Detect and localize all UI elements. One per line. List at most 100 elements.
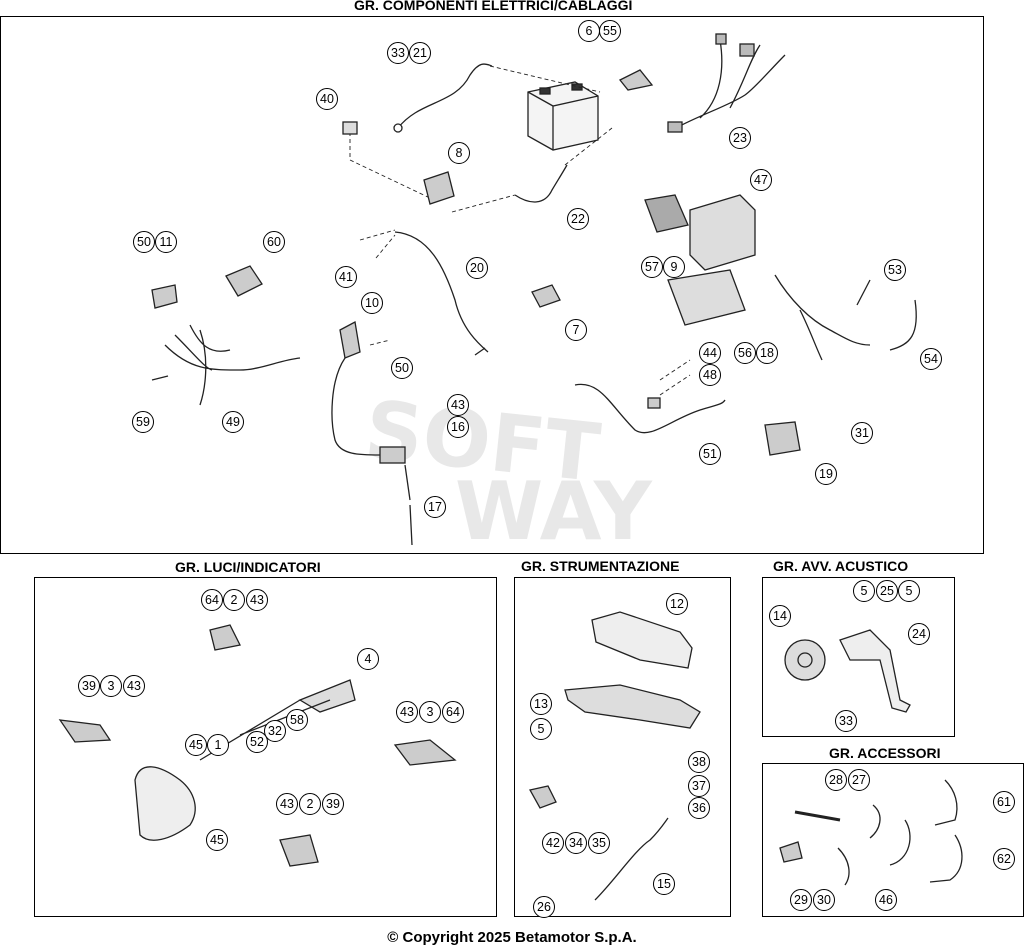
section-title-instruments: GR. STRUMENTAZIONE [521,558,680,574]
callout-3-left: 3 [100,675,122,697]
callout-51: 51 [699,443,721,465]
horn-bracket-drawing [839,629,911,713]
battery-cable-21 [397,63,493,129]
indicator-left-drawing [58,719,112,743]
callout-18: 18 [756,342,778,364]
section-title-electrical: GR. COMPONENTI ELETTRICI/CABLAGGI [354,0,633,13]
cable-51-drawing [574,383,726,434]
callout-26: 26 [533,896,555,918]
callout-55: 55 [599,20,621,42]
callout-42: 42 [542,832,564,854]
callout-33: 33 [387,42,409,64]
assembly-lines [349,65,691,396]
fuse-holder-drawing [342,121,358,135]
callout-46: 46 [875,889,897,911]
callout-5-horn-right: 5 [898,580,920,602]
callout-43-top: 43 [246,589,268,611]
callout-38: 38 [688,751,710,773]
callout-47: 47 [750,169,772,191]
callout-50-left: 50 [133,231,155,253]
callout-17: 17 [424,496,446,518]
callout-16: 16 [447,416,469,438]
callout-8: 8 [448,142,470,164]
callout-50-coil: 50 [391,357,413,379]
part-60-drawing [225,265,263,297]
headlight-drawing [134,766,196,841]
callout-2-top: 2 [223,589,245,611]
callout-5-horn-left: 5 [853,580,875,602]
callout-56: 56 [734,342,756,364]
callout-25: 25 [876,580,898,602]
dashboard-drawing [591,611,693,669]
clip-29-drawing [779,841,803,863]
ecu-drawing [644,194,756,326]
callout-39-left: 39 [78,675,100,697]
callout-13: 13 [530,693,552,715]
callout-4: 4 [357,648,379,670]
callout-22: 22 [567,208,589,230]
callout-6: 6 [578,20,600,42]
callout-39-bottom: 39 [322,793,344,815]
strap-46-drawing [889,819,911,866]
callout-20: 20 [466,257,488,279]
callout-24: 24 [908,623,930,645]
watermark-bottom: WAY [455,465,652,558]
callout-19: 19 [815,463,837,485]
relay-drawing [423,171,455,205]
indicator-right-drawing [393,739,457,766]
spring-clip-30-drawing [837,847,850,886]
horn-panel [762,577,955,737]
callout-60: 60 [263,231,285,253]
section-title-accessories: GR. ACCESSORI [829,745,941,761]
callout-34: 34 [565,832,587,854]
callout-37: 37 [688,775,710,797]
callout-64-top: 64 [201,589,223,611]
ignition-coil-drawing [331,321,413,546]
cable-clip-27-drawing [869,804,881,839]
callout-45-bottom: 45 [206,829,228,851]
callout-43-left: 43 [123,675,145,697]
callout-5-instr: 5 [530,718,552,740]
harness-23-drawing [675,39,786,129]
strap-62-drawing [929,834,963,883]
callout-2-bottom: 2 [299,793,321,815]
callout-62: 62 [993,848,1015,870]
callout-59: 59 [132,411,154,433]
callout-23: 23 [729,127,751,149]
horn-drawing [784,639,826,681]
callout-57: 57 [641,256,663,278]
callout-52: 52 [246,731,268,753]
battery-cable-22 [514,164,568,203]
callout-10: 10 [361,292,383,314]
callout-44: 44 [699,342,721,364]
harness-49-drawing [164,324,301,406]
callout-40: 40 [316,88,338,110]
callout-32: 32 [264,720,286,742]
light-bracket-drawing [298,679,356,713]
callout-41: 41 [335,266,357,288]
callout-36: 36 [688,797,710,819]
instruments-panel [514,577,731,917]
callout-11: 11 [155,231,177,253]
callout-49: 49 [222,411,244,433]
callout-3-right: 3 [419,701,441,723]
callout-27: 27 [848,769,870,791]
callout-7: 7 [565,319,587,341]
callout-43-right: 43 [396,701,418,723]
indicator-rear-drawing [279,834,319,867]
callout-48: 48 [699,364,721,386]
callout-58: 58 [286,709,308,731]
callout-15: 15 [653,873,675,895]
callout-12: 12 [666,593,688,615]
callout-21: 21 [409,42,431,64]
section-title-lights: GR. LUCI/INDICATORI [175,559,321,575]
callout-54: 54 [920,348,942,370]
callout-14: 14 [769,605,791,627]
harness-20-drawing [394,231,489,356]
electrical-panel [0,16,984,554]
callout-9: 9 [663,256,685,278]
cable-tie-28-drawing [794,810,841,822]
strap-61-drawing [934,779,958,826]
callout-30: 30 [813,889,835,911]
